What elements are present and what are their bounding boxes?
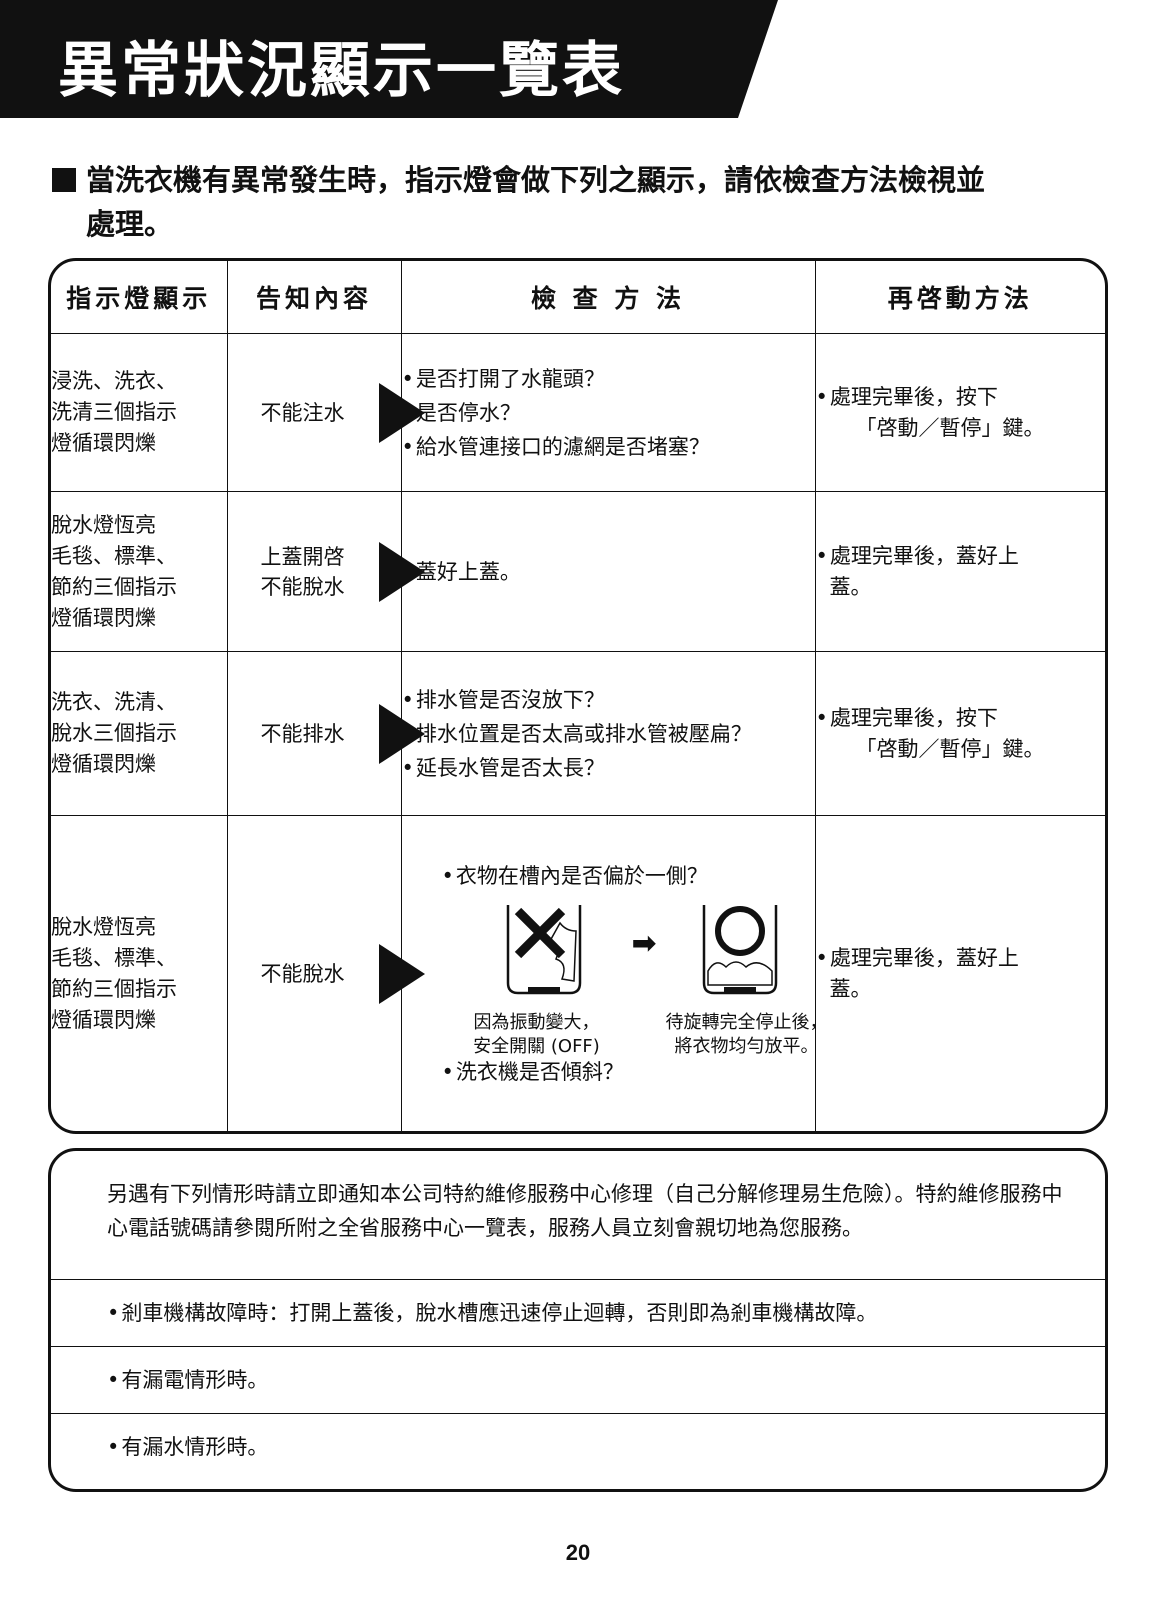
indicator-line: 毛毯、標準、 bbox=[51, 543, 177, 568]
check-item: 給水管連接口的濾網是否堵塞？ bbox=[402, 430, 815, 464]
table-row: 脫水燈恆亮 毛毯、標準、 節約三個指示 燈循環閃爍 不能脫水 衣物在槽內是否偏於… bbox=[51, 815, 1106, 1131]
notice-item: 有漏水情形時。 bbox=[51, 1414, 1105, 1480]
restart-text: 處理完畢後，蓋好上 bbox=[816, 943, 1106, 974]
caption-line: 安全開關 (OFF) bbox=[473, 1035, 600, 1057]
indicator-cell: 脫水燈恆亮 毛毯、標準、 節約三個指示 燈循環閃爍 bbox=[51, 491, 228, 652]
caption-line: 將衣物均勻放平。 bbox=[674, 1035, 819, 1057]
check-item: 蓋好上蓋。 bbox=[402, 555, 815, 589]
unbalanced-tub-icon bbox=[506, 904, 581, 994]
balance-illustration: ➡ 因為振動變大， 安全開關 (OFF) 待旋轉完全停止後， 將衣物均勻放平。 bbox=[442, 901, 828, 1057]
title-banner: 異常狀況顯示一覽表 bbox=[0, 0, 790, 118]
restart-text: 處理完畢後，蓋好上 bbox=[816, 541, 1106, 572]
indicator-line: 節約三個指示 bbox=[51, 574, 177, 599]
check-cell: 是否打開了水龍頭？ 是否停水？ 給水管連接口的濾網是否堵塞？ bbox=[400, 333, 816, 492]
check-cell: 蓋好上蓋。 bbox=[400, 491, 816, 652]
restart-text: 「啓動／暫停」鍵。 bbox=[855, 415, 1045, 440]
restart-cell: 處理完畢後，蓋好上 蓋。 bbox=[814, 815, 1106, 1131]
message-text: 上蓋開啓 bbox=[260, 544, 345, 569]
indicator-line: 燈循環閃爍 bbox=[51, 431, 156, 455]
indicator-cell: 浸洗、洗衣、 洗清三個指示 燈循環閃爍 bbox=[51, 333, 228, 492]
caption-unbalanced: 因為振動變大， 安全開關 (OFF) bbox=[442, 1011, 632, 1059]
restart-cell: 處理完畢後，按下 「啓動／暫停」鍵。 bbox=[814, 333, 1106, 492]
message-cell: 上蓋開啓 不能脫水 bbox=[226, 491, 425, 652]
check-item: 衣物在槽內是否偏於一側？ bbox=[442, 859, 815, 893]
indicator-line: 洗衣、洗清、 bbox=[51, 690, 177, 714]
check-cell: 衣物在槽內是否偏於一側？ ➡ bbox=[400, 815, 828, 1131]
table-row: 洗衣、洗清、 脫水三個指示 燈循環閃爍 不能排水 排水管是否沒放下？ 排水位置是… bbox=[51, 651, 1106, 816]
intro-text: 當洗衣機有異常發生時，指示燈會做下列之顯示，請依檢查方法檢視並 處理。 bbox=[52, 158, 1112, 246]
intro-line-1: 當洗衣機有異常發生時，指示燈會做下列之顯示，請依檢查方法檢視並 bbox=[86, 163, 986, 197]
page-title: 異常狀況顯示一覽表 bbox=[58, 36, 625, 106]
intro-line-2: 處理。 bbox=[86, 207, 174, 241]
triangle-arrow-icon bbox=[378, 541, 425, 602]
triangle-arrow-icon bbox=[378, 382, 425, 443]
indicator-line: 洗清三個指示 bbox=[51, 400, 177, 424]
indicator-line: 燈循環閃爍 bbox=[51, 752, 156, 776]
indicator-line: 脫水燈恆亮 bbox=[51, 512, 156, 537]
caption-line: 因為振動變大， bbox=[473, 1011, 600, 1033]
restart-text: 「啓動／暫停」鍵。 bbox=[855, 736, 1045, 761]
service-notice: 另遇有下列情形時請立即通知本公司特約維修服務中心修理（自己分解修理易生危險）。特… bbox=[48, 1148, 1108, 1492]
error-table: 指示燈顯示 告知內容 檢 查 方 法 再啓動方法 浸洗、洗衣、 洗清三個指示 燈… bbox=[48, 258, 1108, 1134]
caption-balanced: 待旋轉完全停止後， 將衣物均勻放平。 bbox=[642, 1011, 852, 1059]
right-arrow-icon: ➡ bbox=[631, 925, 657, 961]
indicator-line: 燈循環閃爍 bbox=[51, 605, 156, 630]
indicator-cell: 脫水燈恆亮 毛毯、標準、 節約三個指示 燈循環閃爍 bbox=[51, 815, 228, 1131]
indicator-line: 節約三個指示 bbox=[51, 976, 177, 1001]
restart-cell: 處理完畢後，蓋好上 蓋。 bbox=[814, 491, 1106, 652]
indicator-line: 毛毯、標準、 bbox=[51, 945, 177, 970]
message-cell: 不能注水 bbox=[226, 333, 425, 492]
triangle-arrow-icon bbox=[378, 703, 425, 764]
notice-lead: 另遇有下列情形時請立即通知本公司特約維修服務中心修理（自己分解修理易生危險）。特… bbox=[51, 1151, 1105, 1280]
message-text: 不能注水 bbox=[260, 400, 345, 425]
table-row: 脫水燈恆亮 毛毯、標準、 節約三個指示 燈循環閃爍 上蓋開啓 不能脫水 蓋好上蓋… bbox=[51, 491, 1106, 652]
check-item: 是否打開了水龍頭？ bbox=[402, 362, 815, 396]
restart-cell: 處理完畢後，按下 「啓動／暫停」鍵。 bbox=[814, 651, 1106, 816]
check-item: 延長水管是否太長？ bbox=[402, 751, 815, 785]
indicator-line: 浸洗、洗衣、 bbox=[51, 369, 177, 393]
indicator-line: 脫水三個指示 bbox=[51, 721, 177, 745]
notice-item: 剎車機構故障時：打開上蓋後，脫水槽應迅速停止迴轉，否則即為剎車機構故障。 bbox=[51, 1280, 1105, 1347]
header-indicator: 指示燈顯示 bbox=[51, 261, 228, 334]
caption-line: 待旋轉完全停止後， bbox=[665, 1011, 828, 1033]
table-row: 浸洗、洗衣、 洗清三個指示 燈循環閃爍 不能注水 是否打開了水龍頭？ 是否停水？… bbox=[51, 333, 1106, 492]
balanced-tub-icon bbox=[702, 904, 777, 994]
message-cell: 不能脫水 bbox=[226, 815, 425, 1131]
restart-text: 處理完畢後，按下 bbox=[816, 382, 1106, 413]
header-restart-method: 再啓動方法 bbox=[814, 261, 1105, 334]
page-number: 20 bbox=[565, 1540, 591, 1565]
check-item: 排水位置是否太高或排水管被壓扁？ bbox=[402, 717, 815, 751]
message-text: 不能脫水 bbox=[260, 574, 345, 599]
square-bullet-icon bbox=[52, 168, 76, 192]
message-text: 不能脫水 bbox=[260, 961, 345, 986]
check-item: 是否停水？ bbox=[402, 396, 815, 430]
indicator-cell: 洗衣、洗清、 脫水三個指示 燈循環閃爍 bbox=[51, 651, 228, 816]
indicator-line: 脫水燈恆亮 bbox=[51, 914, 156, 939]
check-item: 排水管是否沒放下？ bbox=[402, 683, 815, 717]
restart-text: 蓋。 bbox=[829, 976, 872, 1001]
header-check-method: 檢 查 方 法 bbox=[400, 261, 816, 334]
check-item: 洗衣機是否傾斜？ bbox=[442, 1055, 815, 1089]
triangle-arrow-icon bbox=[378, 943, 425, 1004]
message-text: 不能排水 bbox=[260, 721, 345, 746]
header-message: 告知內容 bbox=[226, 261, 402, 334]
table-header-row: 指示燈顯示 告知內容 檢 查 方 法 再啓動方法 bbox=[51, 261, 1105, 334]
restart-text: 處理完畢後，按下 bbox=[816, 703, 1106, 734]
restart-text: 蓋。 bbox=[829, 574, 872, 599]
notice-item: 有漏電情形時。 bbox=[51, 1347, 1105, 1414]
indicator-line: 燈循環閃爍 bbox=[51, 1007, 156, 1032]
check-cell: 排水管是否沒放下？ 排水位置是否太高或排水管被壓扁？ 延長水管是否太長？ bbox=[400, 651, 816, 816]
message-cell: 不能排水 bbox=[226, 651, 425, 816]
banner-background bbox=[0, 0, 778, 118]
